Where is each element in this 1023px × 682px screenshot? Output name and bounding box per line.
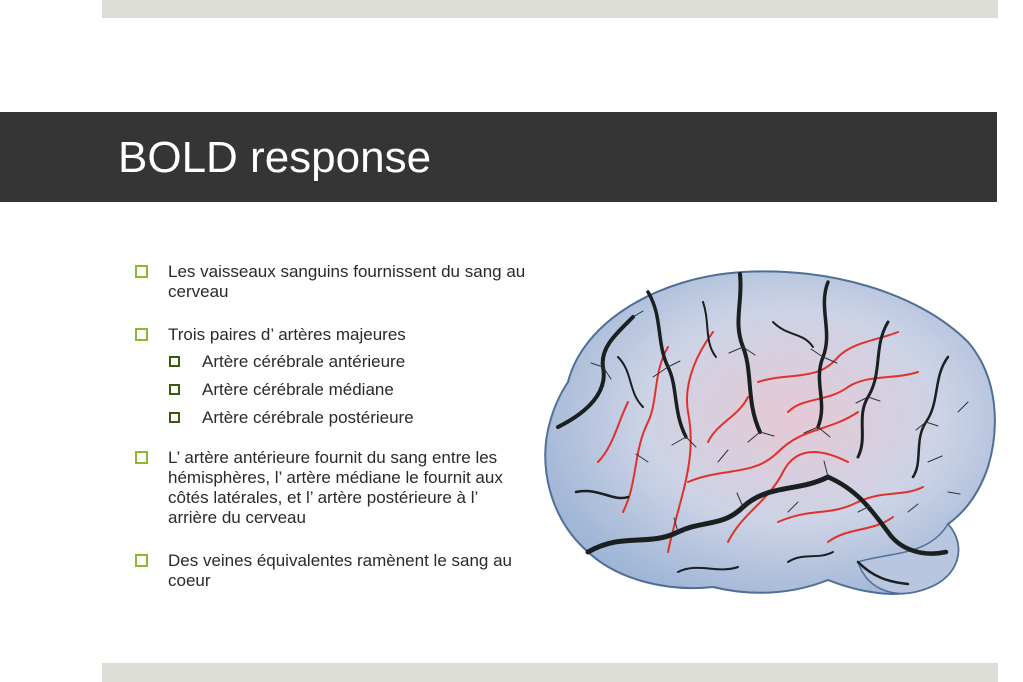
sub-bullet-text: Artère cérébrale antérieure [202, 352, 406, 371]
sub-bullet-item: Artère cérébrale médiane [168, 380, 526, 400]
square-bullet-icon [135, 328, 148, 341]
square-sub-bullet-icon [169, 412, 180, 423]
sub-bullet-list: Artère cérébrale antérieure Artère céréb… [168, 352, 526, 428]
bullet-text: Des veines équivalentes ramènent le sang… [168, 551, 512, 590]
bullet-text: L’ artère antérieure fournit du sang ent… [168, 448, 503, 527]
bullet-item: Trois paires d’ artères majeures Artère … [134, 325, 526, 428]
title-bar [0, 112, 997, 202]
bottom-band [102, 663, 998, 682]
bullet-text: Trois paires d’ artères majeures [168, 325, 406, 344]
top-band [102, 0, 998, 18]
square-bullet-icon [135, 265, 148, 278]
bullet-item: Les vaisseaux sanguins fournissent du sa… [134, 262, 526, 302]
square-sub-bullet-icon [169, 356, 180, 367]
square-sub-bullet-icon [169, 384, 180, 395]
sub-bullet-item: Artère cérébrale postérieure [168, 408, 526, 428]
square-bullet-icon [135, 451, 148, 464]
bullet-text: Les vaisseaux sanguins fournissent du sa… [168, 262, 526, 301]
brain-vasculature-illustration [528, 262, 1006, 614]
sub-bullet-text: Artère cérébrale médiane [202, 380, 394, 399]
bullet-item: Des veines équivalentes ramènent le sang… [134, 551, 526, 591]
brain-icon [544, 270, 996, 595]
slide-title: BOLD response [118, 133, 432, 182]
sub-bullet-item: Artère cérébrale antérieure [168, 352, 526, 372]
bullet-list: Les vaisseaux sanguins fournissent du sa… [134, 262, 526, 614]
bullet-item: L’ artère antérieure fournit du sang ent… [134, 448, 526, 528]
square-bullet-icon [135, 554, 148, 567]
sub-bullet-text: Artère cérébrale postérieure [202, 408, 414, 427]
